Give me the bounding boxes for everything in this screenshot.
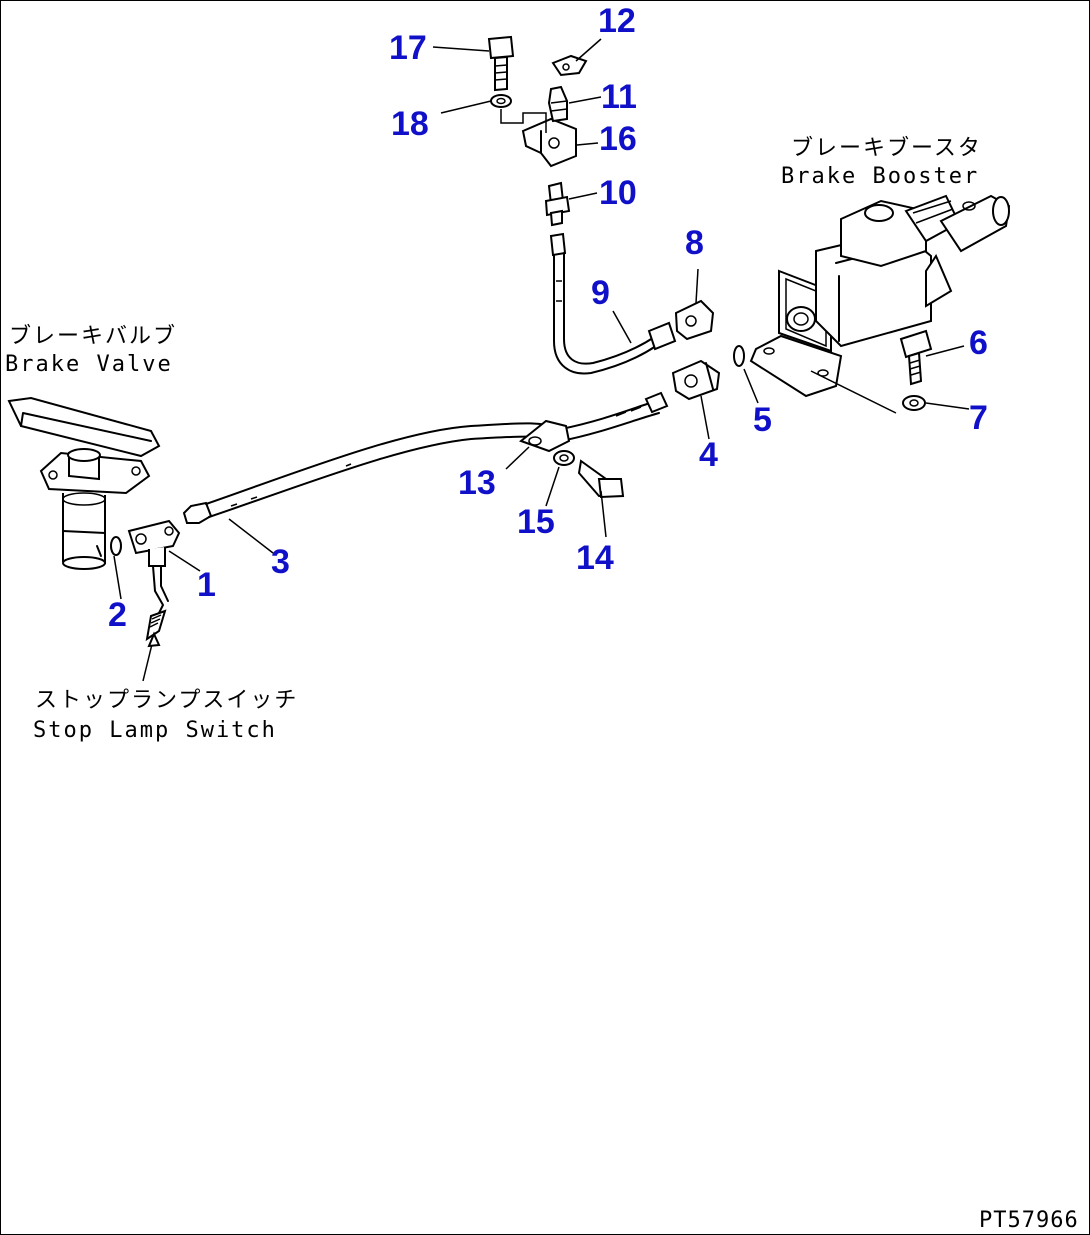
part-number-1: 1 [197, 566, 216, 604]
figure-code: PT57966 [979, 1208, 1079, 1233]
part-number-6: 6 [969, 324, 988, 362]
part-1-stop-lamp-switch [127, 519, 181, 642]
part-18-washer [490, 94, 512, 108]
part-number-17: 17 [389, 29, 427, 67]
brake-booster [749, 194, 1011, 398]
brake-valve-label-jp: ブレーキバルブ [9, 324, 177, 349]
leader-17-16 [500, 109, 547, 133]
part-10-fitting [544, 181, 571, 227]
part-9-hose [549, 232, 677, 375]
part-13-clamp [518, 419, 571, 453]
part-number-8: 8 [685, 224, 704, 262]
part-number-13: 13 [458, 464, 496, 502]
stop-lamp-label-en: Stop Lamp Switch [33, 718, 277, 743]
part-17-bolt [487, 35, 515, 92]
part-14-bolt [577, 459, 625, 499]
part-11-bleeder [547, 85, 568, 123]
brake-valve [7, 396, 161, 570]
part-number-2: 2 [108, 596, 127, 634]
part-12-cap [551, 54, 588, 77]
part-2-o-ring [110, 536, 122, 556]
part-number-15: 15 [517, 503, 555, 541]
part-4-elbow [671, 359, 721, 401]
captions: ブレーキバルブ Brake Valve ブレーキブースタ Brake Boost… [5, 136, 1079, 1233]
brake-booster-label-en: Brake Booster [781, 164, 979, 189]
part-number-14: 14 [576, 539, 614, 577]
part-number-12: 12 [598, 2, 636, 40]
part-7-washer [902, 395, 926, 411]
part-number-7: 7 [969, 399, 988, 437]
part-16-bracket [521, 117, 577, 168]
part-number-11: 11 [601, 78, 637, 116]
part-number-16: 16 [599, 120, 637, 158]
brake-valve-label-en: Brake Valve [5, 352, 173, 377]
part-3-hose [182, 391, 669, 524]
leader-6-7 [810, 370, 897, 414]
part-number-4: 4 [699, 436, 718, 474]
part-number-9: 9 [591, 274, 610, 312]
part-8-elbow [674, 299, 715, 341]
part-15-washer [553, 450, 575, 466]
leader-lines [113, 38, 970, 682]
part-numbers: 1 2 3 4 5 6 7 8 9 10 11 12 13 14 15 16 1… [108, 2, 988, 634]
part-number-18: 18 [391, 105, 429, 143]
part-number-5: 5 [753, 401, 772, 439]
part-6-bolt [899, 329, 933, 386]
part-5-o-ring [733, 345, 745, 367]
brake-booster-label-jp: ブレーキブースタ [791, 136, 982, 161]
part-number-10: 10 [599, 174, 637, 212]
stop-lamp-label-jp: ストップランプスイッチ [35, 688, 298, 713]
part-number-3: 3 [271, 543, 290, 581]
